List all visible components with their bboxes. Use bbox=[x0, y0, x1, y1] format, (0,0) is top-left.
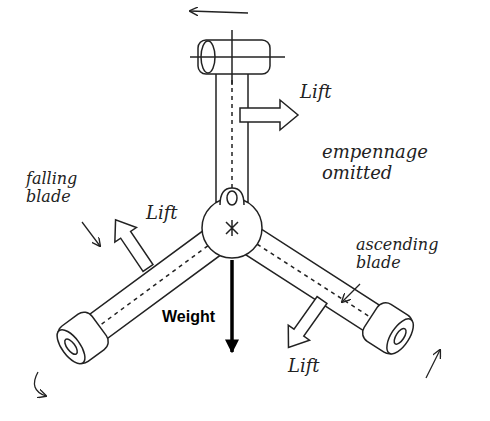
rotation-arrow bbox=[34, 372, 46, 396]
blade-label: ascending blade bbox=[356, 236, 456, 273]
tip-axis bbox=[231, 30, 233, 85]
hub-center bbox=[226, 220, 238, 236]
rotation-arrow bbox=[190, 11, 248, 13]
lift-label: Lift bbox=[146, 203, 206, 224]
rotation-arrow bbox=[426, 350, 440, 378]
note-label: empennage omitted bbox=[322, 142, 442, 183]
lift-label: Lift bbox=[300, 82, 360, 103]
blade-axis bbox=[231, 80, 233, 195]
hub-mount bbox=[220, 188, 244, 205]
blade-label: falling blade bbox=[26, 170, 110, 207]
top-blade bbox=[216, 72, 248, 202]
lift-arrow bbox=[240, 100, 298, 130]
lift-label: Lift bbox=[288, 356, 348, 377]
leader-arrow bbox=[82, 222, 100, 246]
rotor bbox=[51, 30, 420, 370]
hub-mount-hole bbox=[227, 191, 237, 205]
leader-arrow bbox=[342, 284, 360, 302]
lift-arrow bbox=[278, 292, 333, 354]
weight-arrow bbox=[230, 260, 234, 352]
motion-arrows bbox=[34, 11, 440, 396]
lift-arrows bbox=[105, 100, 333, 355]
tip-axis bbox=[190, 56, 285, 58]
weight-label: Weight bbox=[162, 308, 228, 326]
hub bbox=[202, 198, 262, 258]
